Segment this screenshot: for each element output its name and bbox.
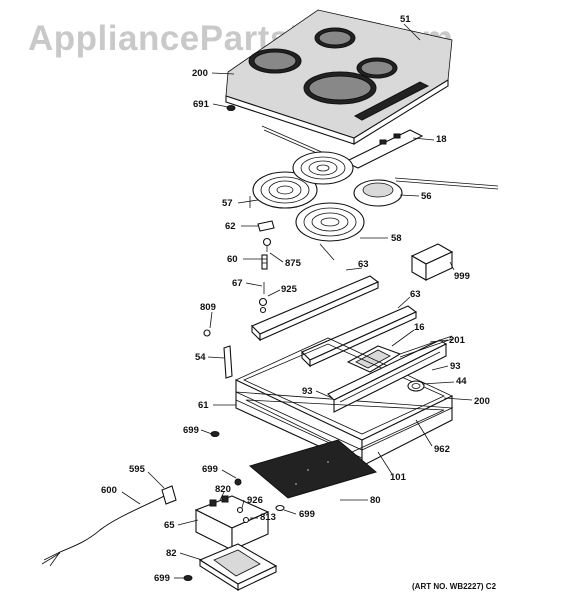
label-58: 58	[391, 233, 402, 244]
label-57: 57	[222, 198, 233, 209]
label-691: 691	[193, 99, 210, 110]
part-875-screw[interactable]	[262, 237, 272, 253]
label-600: 600	[101, 485, 117, 496]
part-57-radiant-element[interactable]	[249, 151, 354, 209]
part-44-grommet[interactable]	[407, 380, 425, 392]
label-60: 60	[227, 254, 238, 265]
label-962: 962	[434, 444, 450, 455]
label-56: 56	[421, 191, 432, 202]
label-54: 54	[195, 352, 206, 363]
label-63-upper: 63	[358, 259, 369, 270]
part-699-screw-c[interactable]	[275, 504, 285, 512]
part-926-screw[interactable]	[236, 506, 244, 514]
part-80-insulation-sheet[interactable]	[248, 439, 378, 499]
label-65: 65	[164, 520, 175, 531]
part-82-cover-plate[interactable]	[198, 543, 278, 591]
art-number: (ART NO. WB2227) C2	[412, 582, 497, 591]
label-18: 18	[436, 134, 447, 145]
label-93-right: 93	[450, 361, 461, 372]
label-809: 809	[200, 302, 216, 313]
label-200: 200	[192, 68, 208, 79]
part-925-spacer[interactable]	[258, 297, 268, 314]
label-813: 813	[260, 512, 276, 523]
label-51: 51	[400, 14, 411, 25]
part-60-spring[interactable]	[261, 254, 268, 270]
label-61: 61	[198, 400, 209, 411]
label-200-lower: 200	[474, 396, 490, 407]
label-875: 875	[285, 258, 302, 269]
label-699-d: 699	[154, 573, 170, 584]
label-925: 925	[281, 284, 298, 295]
label-44: 44	[456, 376, 467, 387]
label-80: 80	[370, 495, 381, 506]
label-93-left: 93	[302, 386, 313, 397]
part-699-screw-d[interactable]	[183, 575, 193, 581]
label-101: 101	[390, 472, 407, 483]
part-999-kit-box[interactable]	[410, 243, 454, 281]
part-813-screw[interactable]	[242, 516, 250, 524]
part-93-channel[interactable]	[327, 339, 448, 413]
part-63-rail-upper[interactable]	[251, 275, 380, 342]
label-926: 926	[247, 495, 263, 506]
part-699-screw-a[interactable]	[210, 431, 220, 437]
part-962-bottom-frame[interactable]	[245, 399, 445, 453]
part-699-screw-b[interactable]	[234, 478, 242, 486]
part-62-clip[interactable]	[257, 220, 275, 232]
part-809-screw[interactable]	[203, 329, 211, 337]
label-201: 201	[449, 335, 466, 346]
label-16: 16	[414, 322, 425, 333]
label-999: 999	[454, 271, 470, 282]
label-699-a: 699	[183, 425, 199, 436]
label-699-b: 699	[202, 464, 218, 475]
leader-lines	[121, 23, 473, 579]
part-63-rail-lower[interactable]	[301, 305, 418, 368]
label-63-lower: 63	[410, 289, 421, 300]
part-54-bracket[interactable]	[223, 345, 233, 379]
label-595: 595	[129, 464, 146, 475]
part-18-control-board[interactable]	[261, 125, 424, 169]
label-820: 820	[215, 484, 231, 495]
part-595-cord-clamp[interactable]	[161, 485, 177, 505]
label-67: 67	[232, 278, 243, 289]
label-62: 62	[225, 221, 236, 232]
part-58-large-element[interactable]	[295, 202, 365, 261]
part-691-screw[interactable]	[226, 105, 236, 111]
part-labels: 51 200 691 18 57 56 62 58 60 875 999 63 …	[101, 14, 490, 584]
label-699-c: 699	[299, 509, 315, 520]
label-82: 82	[166, 548, 177, 559]
part-820-terminal[interactable]	[209, 495, 229, 507]
part-600-power-cord[interactable]	[41, 493, 169, 567]
part-56-small-element[interactable]	[353, 177, 499, 207]
part-201-strip[interactable]	[399, 335, 453, 358]
part-51-glass-cooktop[interactable]	[225, 9, 453, 145]
